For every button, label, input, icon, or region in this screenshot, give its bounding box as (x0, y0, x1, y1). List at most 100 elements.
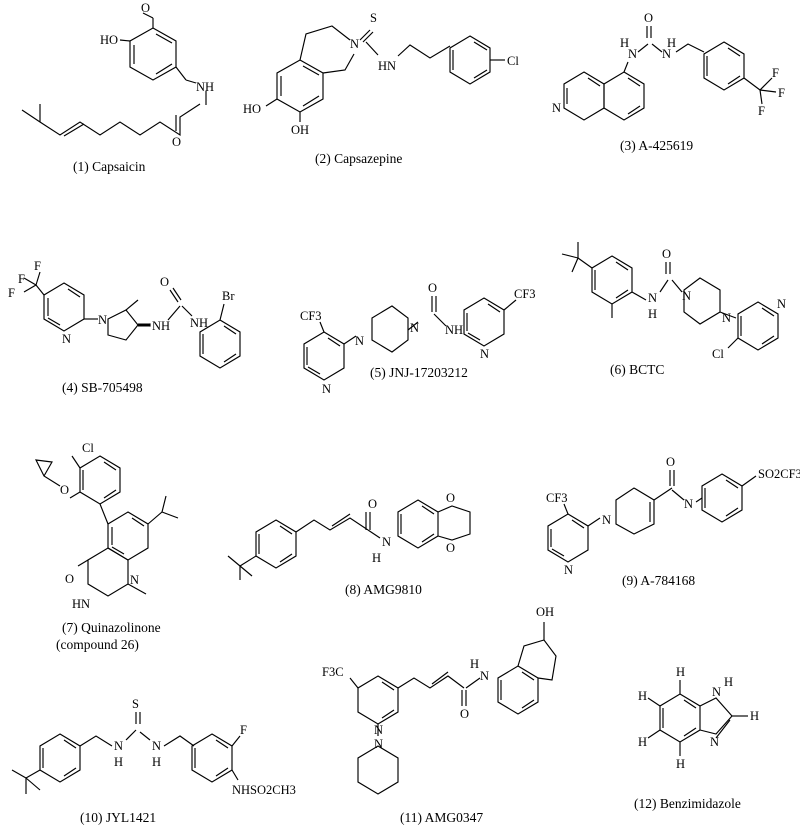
compound-jyl1421: S N H N H F NHSO2CH3 (10) JYL1421 (11, 697, 296, 825)
atom-o: O (446, 541, 455, 555)
atom-h: H (152, 755, 161, 769)
atom-n: N (480, 669, 489, 683)
atom-f: F (772, 66, 779, 80)
atom-n-pyridine: N (374, 723, 383, 737)
atom-f3c: F3C (322, 665, 344, 679)
atom-n: N (722, 311, 731, 325)
compound-jnj17203212: CF3 N N O NH N CF3 N (5) JNJ-17203212 (300, 281, 536, 396)
atom-n: N (648, 291, 657, 305)
atom-h: H (372, 551, 381, 565)
atom-cf3: CF3 (514, 287, 536, 301)
atom-o: O (666, 455, 675, 469)
compound-amg9810: O N H O O (8) AMG9810 (227, 491, 471, 597)
atom-h: H (648, 307, 657, 321)
atom-n-pyridine: N (62, 332, 71, 346)
atom-o: O (460, 707, 469, 721)
atom-o: O (160, 275, 169, 289)
atom-ho: HO (243, 102, 261, 116)
caption-quinazolinone: (7) Quinazolinone (62, 620, 161, 635)
atom-n: N (350, 37, 359, 51)
atom-f: F (758, 104, 765, 118)
atom-h: H (676, 757, 685, 771)
compound-benzimidazole: H H H H H N H N (12) Benzimidazole (634, 665, 759, 811)
atom-hn: HN (72, 597, 90, 611)
atom-nhso2ch3: NHSO2CH3 (232, 783, 296, 797)
caption-jnj17203212: (5) JNJ-17203212 (370, 365, 468, 380)
atom-h: H (470, 657, 479, 671)
atom-nh: NH (196, 80, 214, 94)
caption-capsazepine: (2) Capsazepine (315, 151, 402, 166)
atom-hn: HN (378, 59, 396, 73)
atom-h: H (724, 675, 733, 689)
atom-oh: OH (291, 123, 309, 137)
atom-cl: Cl (507, 54, 519, 68)
atom-s: S (132, 697, 139, 711)
caption-a425619: (3) A-425619 (620, 138, 693, 153)
atom-br: Br (222, 289, 235, 303)
atom-n: N (355, 334, 364, 348)
atom-oh: OH (536, 605, 554, 619)
atom-nh: NH (445, 323, 463, 337)
atom-o: O (65, 572, 74, 586)
atom-n: N (130, 573, 139, 587)
atom-h2: H (667, 36, 676, 50)
atom-n: N (712, 685, 721, 699)
caption-amg0347: (11) AMG0347 (400, 810, 483, 825)
atom-o: O (662, 247, 671, 261)
atom-n-pyrrolidine: N (98, 313, 107, 327)
caption-jyl1421: (10) JYL1421 (80, 810, 156, 825)
atom-n: N (552, 101, 561, 115)
atom-o: O (60, 483, 69, 497)
atom-n: N (382, 535, 391, 549)
atom-o: O (172, 135, 181, 149)
atom-n: N (682, 289, 691, 303)
atom-f: F (8, 286, 15, 300)
atom-f: F (34, 259, 41, 273)
atom-h: H (750, 709, 759, 723)
compound-quinazolinone: Cl O O N HN (7) Quinazolinone (compound … (35, 441, 179, 652)
compound-capsazepine: S N HN Cl HO OH (2) Capsazepine (243, 11, 519, 166)
atom-n: N (602, 513, 611, 527)
atom-n-pyridine: N (480, 347, 489, 361)
atom-n: N (684, 497, 693, 511)
atom-cf3: CF3 (546, 491, 568, 505)
atom-n1: N (628, 47, 637, 61)
caption-sb705498: (4) SB-705498 (62, 380, 143, 395)
atom-h: H (676, 665, 685, 679)
compound-capsaicin: HO O NH O (1) Capsaicin (21, 1, 214, 174)
atom-nh: NH (152, 319, 170, 333)
caption-a784168: (9) A-784168 (622, 573, 695, 588)
atom-nh: NH (190, 316, 208, 330)
atom-ho: HO (100, 33, 118, 47)
caption-benzimidazole: (12) Benzimidazole (634, 796, 741, 811)
atom-h: H (114, 755, 123, 769)
atom-o: O (644, 11, 653, 25)
compound-a425619: O N H N H N F F F (3) A-425619 (552, 11, 785, 153)
atom-o: O (368, 497, 377, 511)
compound-sb705498: F F F N N O NH NH Br (4) SB-705498 (8, 259, 241, 395)
atom-f: F (18, 272, 25, 286)
atom-n-pyridine: N (777, 297, 786, 311)
atom-f: F (778, 86, 785, 100)
compound-bctc: O N H N N N Cl (6) BCTC (561, 242, 786, 377)
atom-cf3: CF3 (300, 309, 322, 323)
caption-quinazolinone-2: (compound 26) (56, 637, 139, 652)
atom-n: N (152, 739, 161, 753)
atom-n: N (410, 321, 419, 335)
atom-n-pyridine: N (564, 563, 573, 577)
atom-s: S (370, 11, 377, 25)
atom-n-pyridine: N (322, 382, 331, 396)
structure-ring (129, 27, 177, 81)
atom-o: O (428, 281, 437, 295)
atom-cl: Cl (82, 441, 94, 455)
atom-n2: N (662, 47, 671, 61)
atom-cl: Cl (712, 347, 724, 361)
atom-h: H (638, 689, 647, 703)
atom-n-piperidine: N (374, 737, 383, 751)
compound-a784168: CF3 N N O N SO2CF3 (9) A-784168 (546, 455, 800, 588)
caption-bctc: (6) BCTC (610, 362, 664, 377)
atom-so2cf3: SO2CF3 (758, 467, 800, 481)
atom-h1: H (620, 36, 629, 50)
atom-o: O (446, 491, 455, 505)
